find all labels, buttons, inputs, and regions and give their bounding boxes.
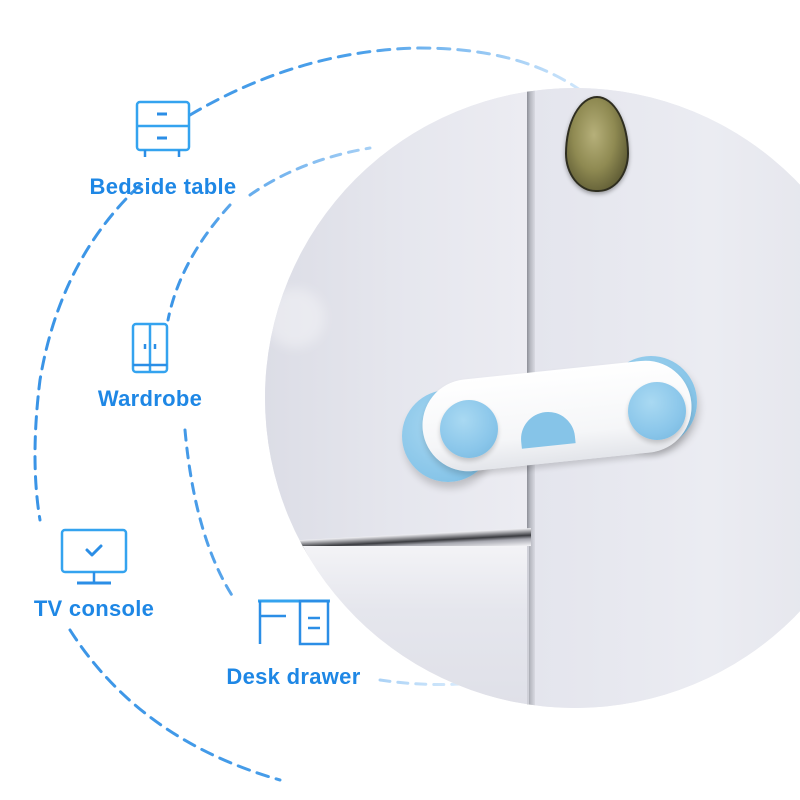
wardrobe-icon [131,322,169,374]
feature-label: Bedside table [89,174,237,199]
feature-label: Wardrobe [97,386,203,411]
bedside-table-icon [135,100,191,157]
feature-wardrobe: Wardrobe [80,322,220,412]
tv-monitor-check-icon [60,528,128,585]
brass-handle [565,96,629,192]
feature-label: Desk drawer [226,664,361,689]
door-bevel-highlight [265,288,325,348]
desk-drawer-icon [257,599,330,646]
product-photo-circle [265,88,800,708]
latch-button-left [440,400,498,458]
safety-latch [400,350,700,490]
feature-desk-drawer: Desk drawer [206,598,381,690]
latch-button-right [628,382,686,440]
feature-label: TV console [33,596,155,621]
feature-bedside-table: Bedside table [68,100,258,200]
feature-tv-console: TV console [14,528,174,622]
